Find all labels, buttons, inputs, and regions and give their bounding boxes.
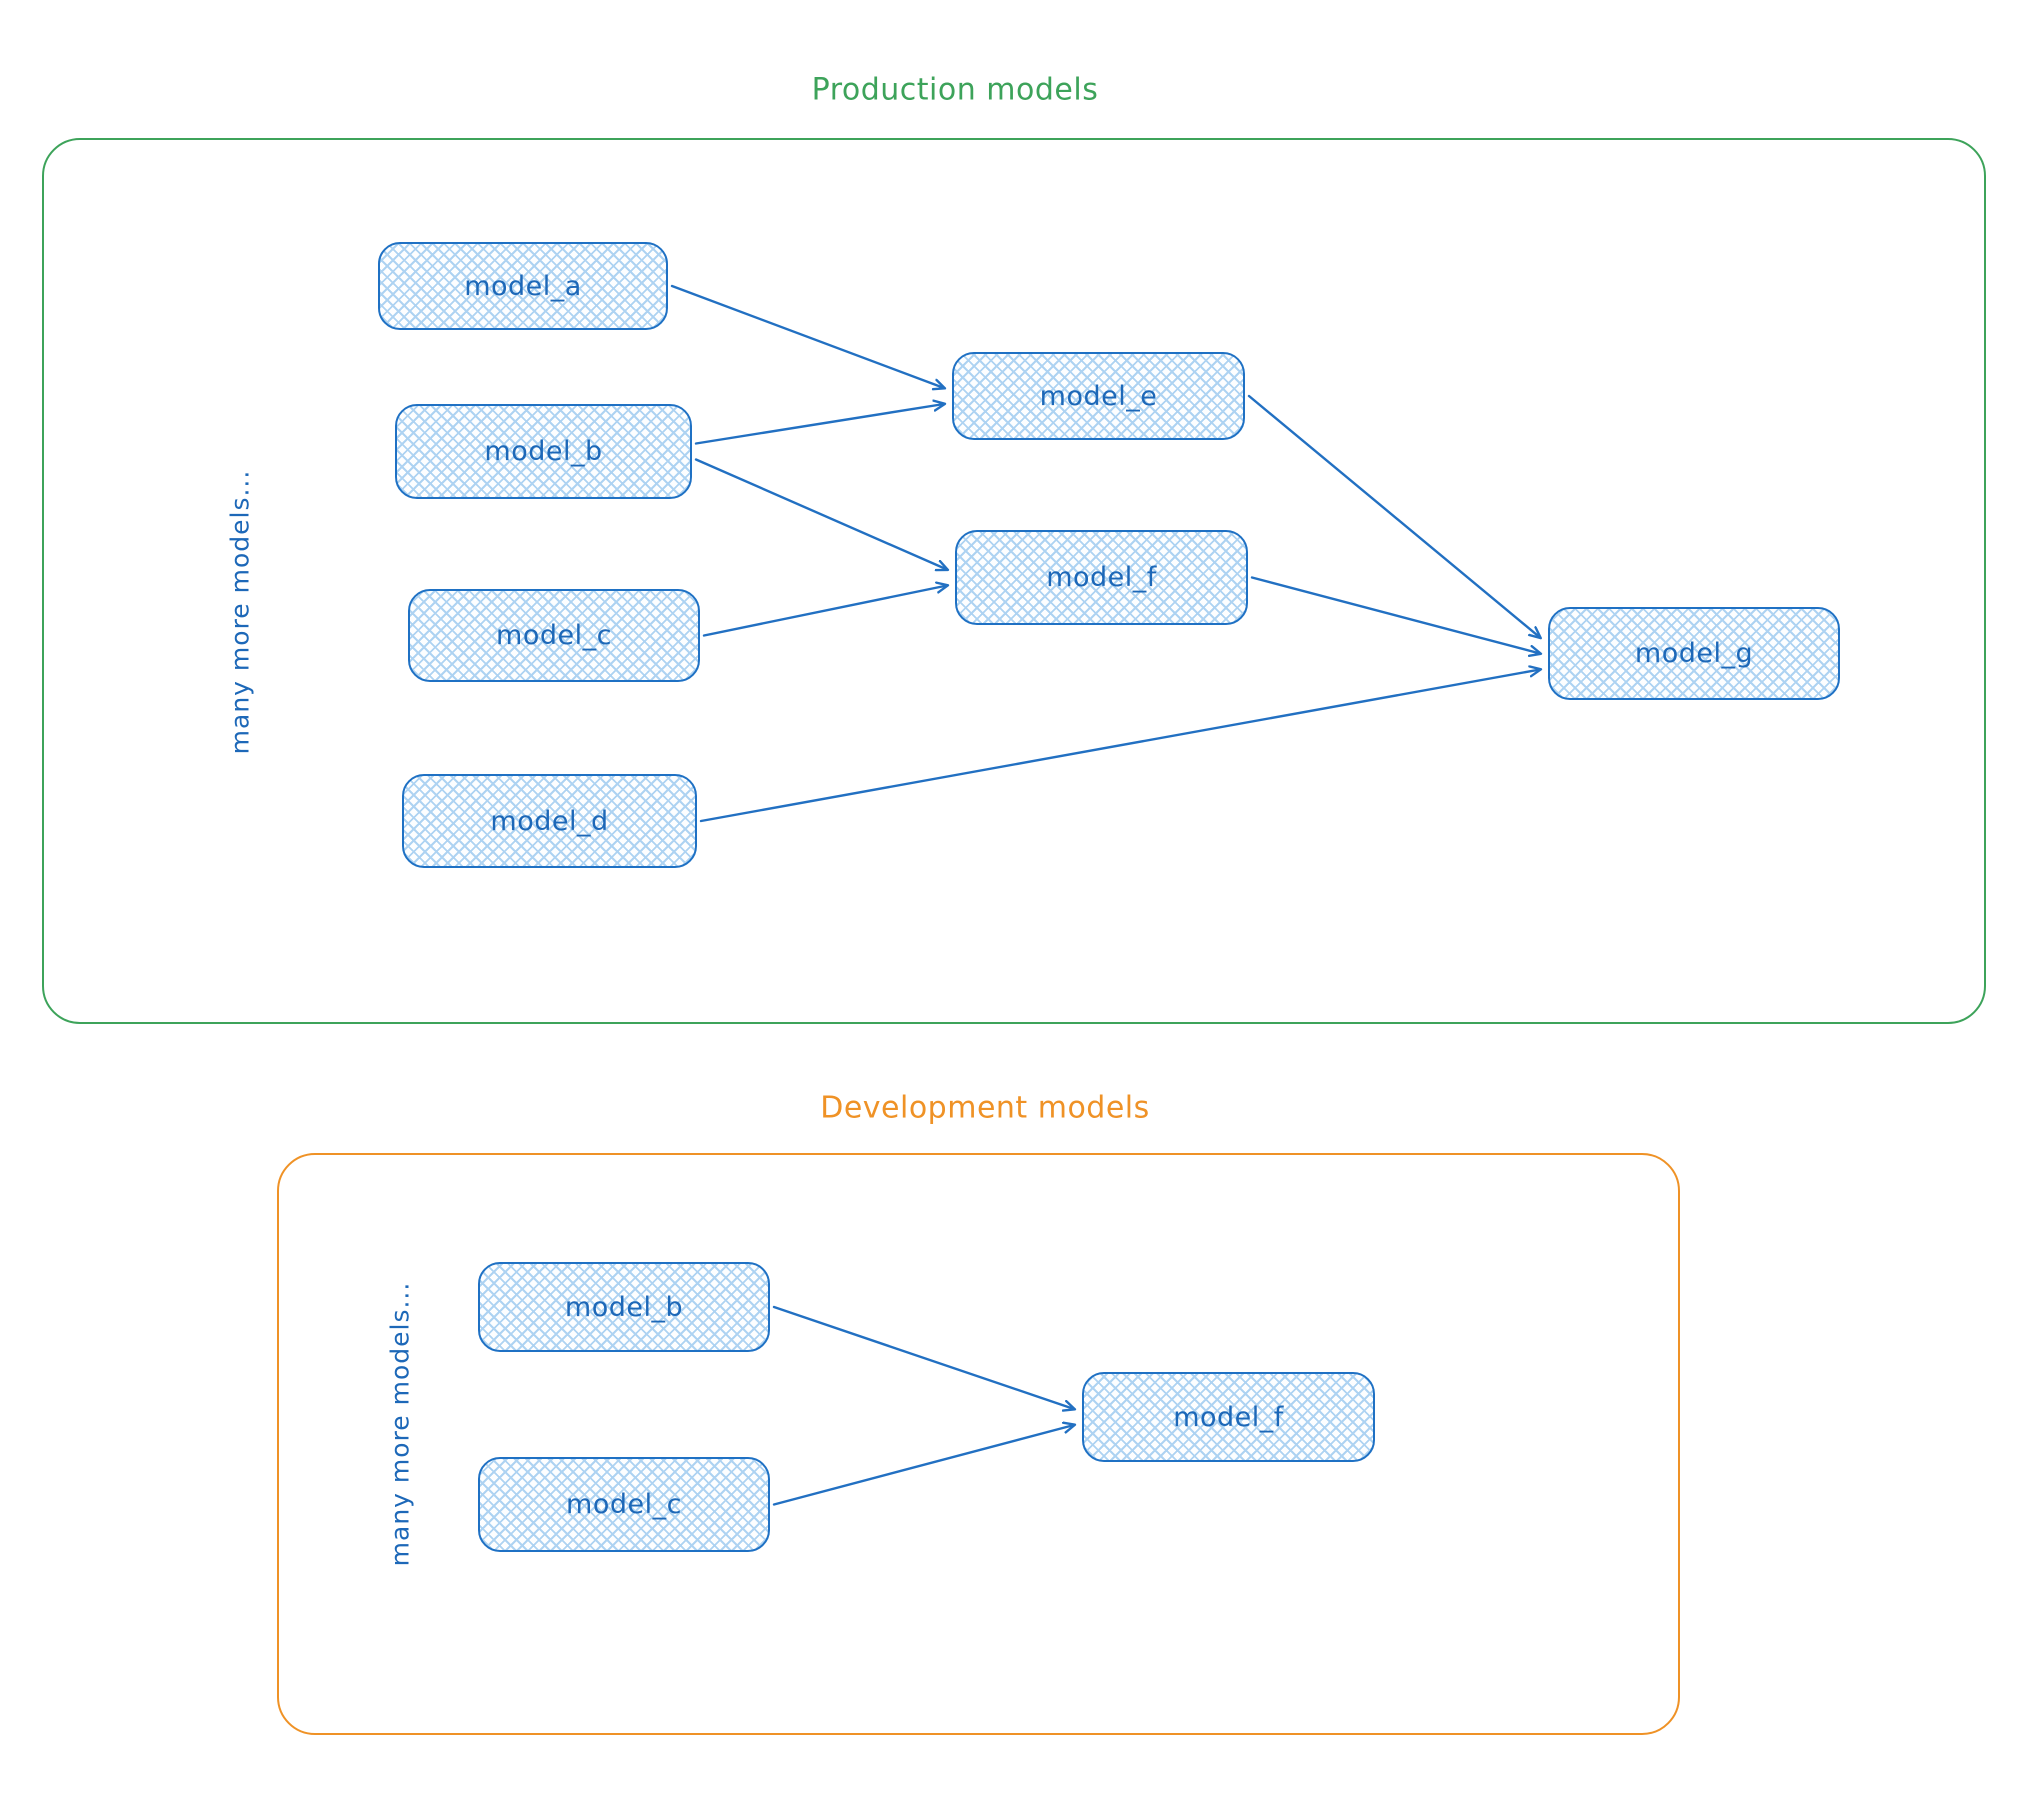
node-label: model_g	[1634, 638, 1754, 669]
development-section-title: Development models	[820, 1090, 1150, 1126]
node-production-model_e[interactable]: model_e	[952, 352, 1245, 440]
development-many-more-models-label: many more models...	[385, 1281, 415, 1567]
node-label: model_b	[484, 436, 603, 467]
node-development-model_b[interactable]: model_b	[478, 1262, 770, 1352]
node-label: model_f	[1173, 1401, 1284, 1433]
production-section-border	[42, 138, 1986, 1024]
node-production-model_b[interactable]: model_b	[395, 404, 692, 499]
production-many-more-models-label: many more models...	[225, 469, 255, 755]
node-label: model_c	[496, 620, 612, 651]
node-production-model_g[interactable]: model_g	[1548, 607, 1840, 700]
node-production-model_f[interactable]: model_f	[955, 530, 1248, 625]
node-label: model_c	[566, 1489, 682, 1520]
node-label: model_f	[1046, 562, 1157, 593]
node-production-model_d[interactable]: model_d	[402, 774, 697, 868]
node-label: model_a	[464, 270, 582, 302]
node-label: model_b	[564, 1291, 684, 1323]
production-section-title: Production models	[811, 72, 1099, 108]
node-production-model_a[interactable]: model_a	[378, 242, 668, 330]
node-label: model_d	[490, 805, 609, 837]
node-development-model_c[interactable]: model_c	[478, 1457, 770, 1552]
development-section-border	[277, 1153, 1680, 1735]
node-label: model_e	[1039, 380, 1158, 412]
node-development-model_f[interactable]: model_f	[1082, 1372, 1375, 1462]
node-production-model_c[interactable]: model_c	[408, 589, 700, 682]
